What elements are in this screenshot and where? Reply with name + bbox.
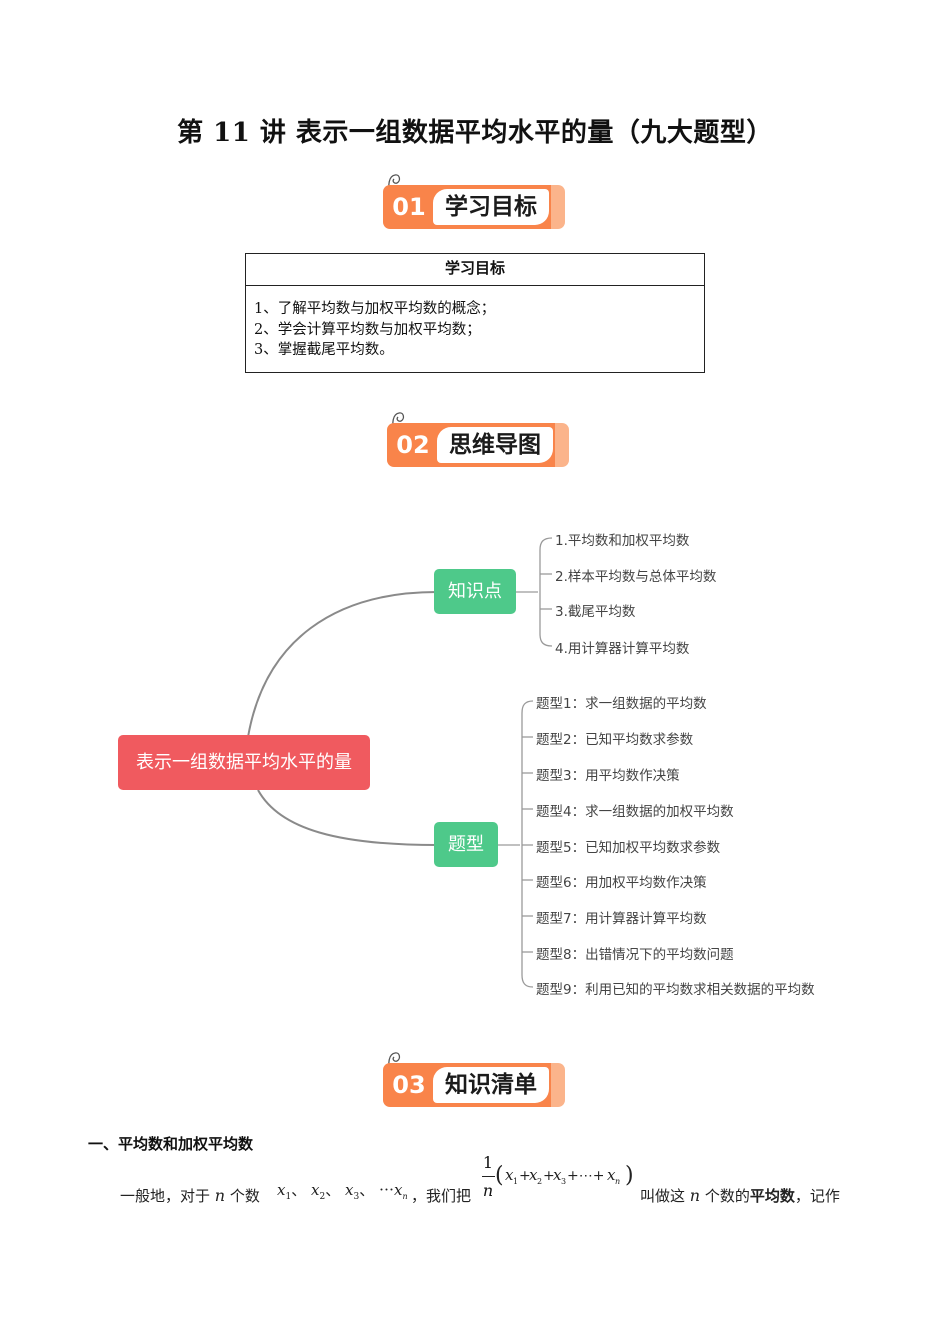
math-var: x — [345, 1181, 354, 1199]
text-run: 一般地，对于 — [120, 1187, 211, 1205]
mindmap-root-node: 表示一组数据平均水平的量 — [118, 735, 370, 790]
badge-label: 知识清单 — [445, 1072, 537, 1098]
paperclip-icon — [392, 412, 405, 431]
math-sub: n — [402, 1192, 408, 1201]
connector-root-types — [257, 789, 438, 846]
section-badge-goals: 01 学习目标 — [383, 172, 583, 232]
text-run: 叫做这 — [640, 1187, 686, 1205]
section-badge-knowledge: 03 知识清单 — [383, 1050, 583, 1110]
mindmap-leaf: 题型4：求一组数据的加权平均数 — [536, 804, 734, 820]
math-sub: 3 — [353, 1192, 360, 1202]
mindmap-leaf: 1.平均数和加权平均数 — [555, 533, 690, 549]
math-var: x — [311, 1181, 320, 1199]
goals-table-header: 学习目标 — [246, 254, 704, 286]
svg-text:+: + — [519, 1168, 531, 1184]
paperclip-icon — [388, 174, 401, 193]
math-var-n: n — [214, 1186, 226, 1205]
definition-paragraph-tail: 叫做这 n 个数的平均数，记作 — [640, 1185, 840, 1206]
term-bold: 平均数 — [749, 1187, 795, 1205]
text-run: ，记作 — [794, 1187, 840, 1205]
mindmap-leaf: 4.用计算器计算平均数 — [555, 641, 690, 657]
badge-tab-edge — [555, 423, 569, 467]
mindmap-leaf: 题型9：利用已知的平均数求相关数据的平均数 — [536, 982, 815, 998]
badge-tab-edge — [551, 1063, 565, 1107]
mindmap-branch-knowledge: 知识点 — [434, 569, 516, 614]
text-run: ，我们把 — [411, 1187, 472, 1205]
math-var: x — [277, 1181, 286, 1199]
text-run: 个数的 — [704, 1187, 750, 1205]
goal-item: 3、掌握截尾平均数。 — [254, 342, 394, 358]
svg-text:+⋯+: +⋯+ — [567, 1168, 604, 1184]
mindmap-leaf: 3.截尾平均数 — [555, 604, 636, 620]
section-badge-mindmap: 02 思维导图 — [387, 410, 587, 470]
mindmap-leaf: 题型1：求一组数据的平均数 — [536, 696, 707, 712]
math-sep: 、 — [359, 1181, 375, 1199]
badge-label-box — [437, 427, 553, 463]
mindmap-leaf: 题型5：已知加权平均数求参数 — [536, 840, 721, 856]
goals-table: 学习目标 1、了解平均数与加权平均数的概念； 2、学会计算平均数与加权平均数； … — [245, 253, 705, 373]
mindmap-connectors — [247, 537, 553, 988]
badge-number: 03 — [392, 1071, 426, 1099]
mindmap-leaf: 题型8：出错情况下的平均数问题 — [536, 947, 734, 963]
svg-text:2: 2 — [537, 1177, 542, 1186]
mindmap-leaf: 题型6：用加权平均数作决策 — [536, 875, 707, 891]
svg-text:+: + — [543, 1168, 555, 1184]
svg-text:x: x — [529, 1166, 538, 1184]
math-var: x — [394, 1181, 403, 1199]
math-sep: 、 — [291, 1181, 307, 1199]
svg-text:): ) — [625, 1163, 634, 1188]
badge-label: 学习目标 — [445, 194, 537, 220]
badge-label-box — [433, 189, 549, 225]
mindmap-leaf: 2.样本平均数与总体平均数 — [555, 569, 717, 585]
definition-paragraph: 一般地，对于 n 个数 — [120, 1185, 260, 1206]
badge-number: 01 — [392, 193, 426, 221]
math-dots: ⋯ — [379, 1181, 395, 1199]
svg-text:1: 1 — [513, 1177, 518, 1186]
connector-root-knowledge — [247, 591, 438, 738]
goal-item: 2、学会计算平均数与加权平均数； — [254, 321, 481, 338]
math-sub: 2 — [319, 1192, 326, 1202]
fraction-numerator: 1 — [482, 1153, 494, 1172]
svg-text:x: x — [607, 1166, 616, 1184]
goal-item: 1、了解平均数与加权平均数的概念； — [254, 301, 496, 317]
badge-label: 思维导图 — [449, 432, 541, 458]
mindmap-leaf: 题型2：已知平均数求参数 — [536, 732, 694, 748]
svg-text:3: 3 — [561, 1177, 566, 1186]
math-sub: 1 — [285, 1192, 292, 1202]
math-var-n: n — [689, 1186, 701, 1205]
fraction-bar — [482, 1176, 495, 1177]
badge-label-box — [433, 1067, 549, 1103]
text-run: 个数 — [229, 1187, 260, 1205]
mindmap-leaf: 题型3：用平均数作决策 — [536, 768, 680, 784]
badge-tab-edge — [551, 185, 565, 229]
page-title: 第 11 讲 表示一组数据平均水平的量（九大题型） — [177, 118, 773, 148]
fraction-denominator: n — [482, 1181, 494, 1200]
section-heading: 一、平均数和加权平均数 — [88, 1135, 254, 1153]
math-sep: 、 — [325, 1181, 341, 1199]
mindmap-leaf: 题型7：用计算器计算平均数 — [536, 911, 707, 927]
paperclip-icon — [388, 1052, 401, 1071]
mindmap-branch-types: 题型 — [434, 822, 498, 867]
badge-number: 02 — [396, 431, 430, 459]
svg-text:x: x — [505, 1166, 514, 1184]
svg-text:x: x — [553, 1166, 562, 1184]
svg-text:n: n — [615, 1177, 620, 1186]
math-sequence: x1、 x2、 x3、 ⋯xn — [277, 1179, 408, 1202]
goals-table-body: 1、了解平均数与加权平均数的概念； 2、学会计算平均数与加权平均数； 3、掌握截… — [246, 286, 704, 361]
svg-text:(: ( — [495, 1163, 504, 1188]
